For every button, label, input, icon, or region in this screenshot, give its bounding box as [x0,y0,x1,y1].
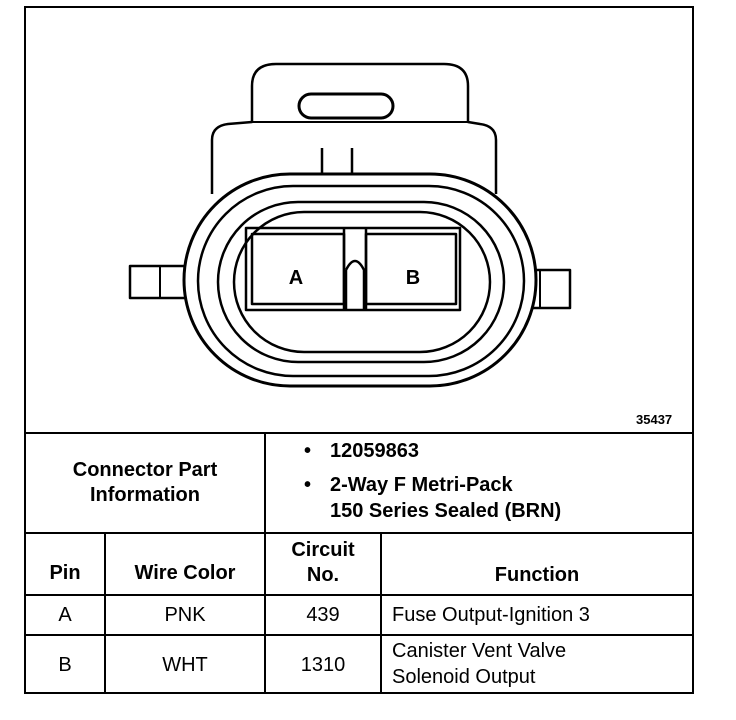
part-number-item: • 12059863 [304,438,561,464]
cavity-a-label: A [289,267,303,289]
row-b-function: Canister Vent Valve Solenoid Output [392,638,566,690]
bullet-icon: • [304,474,312,496]
header-wire-color: Wire Color [134,561,236,584]
right-side-tab [514,268,572,310]
part-description-item: • 2-Way F Metri-Pack [304,472,561,498]
header-function: Function [494,563,580,586]
connector-face [232,210,492,354]
divider-row-a-b [26,634,692,636]
row-b-circuit: 1310 [300,653,346,676]
terminal-block [244,226,462,312]
header-circuit-line2: No. [306,564,340,586]
connector-diagram-frame: A B 35437 Connector Part Information • 12… [24,6,694,694]
divider-circuit-column [380,532,382,694]
divider-info-column [264,432,266,532]
row-b-pin: B [58,653,72,676]
divider-wire-column [264,532,266,694]
latch-slot [297,92,395,120]
figure-number: 35437 [636,412,673,427]
part-description-line2: 150 Series Sealed (BRN) [330,500,562,522]
center-key [342,228,368,310]
latch-tab [320,148,354,176]
part-info-label-line2: Information [90,484,200,506]
latch-housing [210,62,498,194]
row-a-pin: A [58,603,72,626]
row-a-function: Fuse Output-Ignition 3 [392,604,590,626]
left-side-tab [128,264,202,300]
header-pin: Pin [49,561,81,584]
divider-pin-column [104,532,106,694]
part-number: 12059863 [330,440,419,462]
connector-seal-ring [216,200,506,364]
part-info-label-line1: Connector Part [72,459,218,481]
row-a-wire-color: PNK [164,603,206,626]
cavity-b-label: B [406,267,420,289]
divider-diagram-table [26,432,692,434]
row-a-circuit: 439 [306,603,340,626]
row-b-function-line1: Canister Vent Valve [392,640,567,662]
row-b-function-line2: Solenoid Output [392,666,536,688]
connector-body-ring [196,184,526,378]
divider-header-row [26,594,692,596]
bullet-icon: • [304,440,312,462]
header-circuit-line1: Circuit [291,539,355,561]
header-circuit: Circuit No. [266,534,380,592]
row-b-wire-color: WHT [162,653,208,676]
part-info-details: • 12059863 • 2-Way F Metri-Pack 150 Series… [304,438,561,524]
part-info-label: Connector Part Information [26,434,264,532]
divider-info-header [26,532,692,534]
connector-drawing: A B [128,62,572,388]
part-description-line1: 2-Way F Metri-Pack [330,474,513,496]
